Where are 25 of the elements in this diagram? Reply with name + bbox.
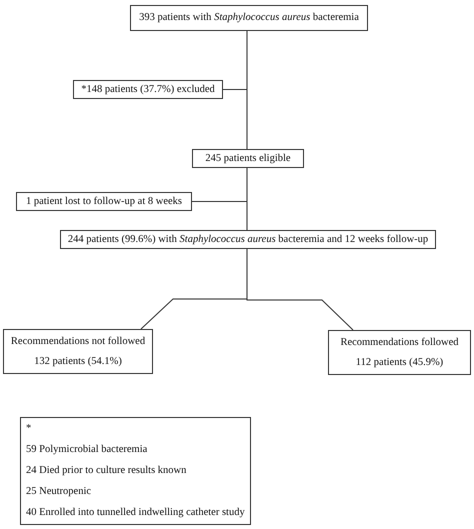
process-box — [192, 149, 304, 168]
footnote-text: 24 Died prior to culture results known — [26, 464, 186, 477]
connector-line — [246, 30, 248, 150]
footnote-text: 40 Enrolled into tunnelled indwelling catheter study — [26, 507, 245, 520]
box-text: 132 patients (54.1%) — [34, 356, 122, 368]
process-box — [3, 329, 153, 374]
connector-line — [246, 248, 354, 330]
footnote-text: * — [26, 422, 32, 435]
connector-line — [246, 168, 248, 230]
box-text: 112 patients (45.9%) — [356, 356, 444, 368]
process-box — [16, 192, 192, 211]
box-text: 244 patients (99.6%) with Staphylococcus aureus bacteremia and 12 weeks follow-up — [68, 234, 428, 246]
process-box — [60, 230, 436, 249]
footnote-text: 25 Neutropenic — [26, 486, 92, 498]
box-text: 393 patients with Staphylococcus aureus bacteremia — [139, 12, 359, 24]
process-box — [73, 80, 223, 99]
process-box — [130, 5, 368, 31]
box-text: 245 patients eligible — [205, 152, 291, 164]
box-text: 1 patient lost to follow-up at 8 weeks — [26, 196, 182, 208]
box-text: Recommendations followed — [340, 336, 459, 348]
footnote-text: 59 Polymicrobial bacteremia — [26, 444, 148, 456]
box-text: *148 patients (37.7%) excluded — [81, 84, 215, 96]
footnote-box — [20, 417, 251, 525]
box-text: Recommendations not followed — [10, 336, 146, 348]
process-box — [328, 330, 471, 375]
